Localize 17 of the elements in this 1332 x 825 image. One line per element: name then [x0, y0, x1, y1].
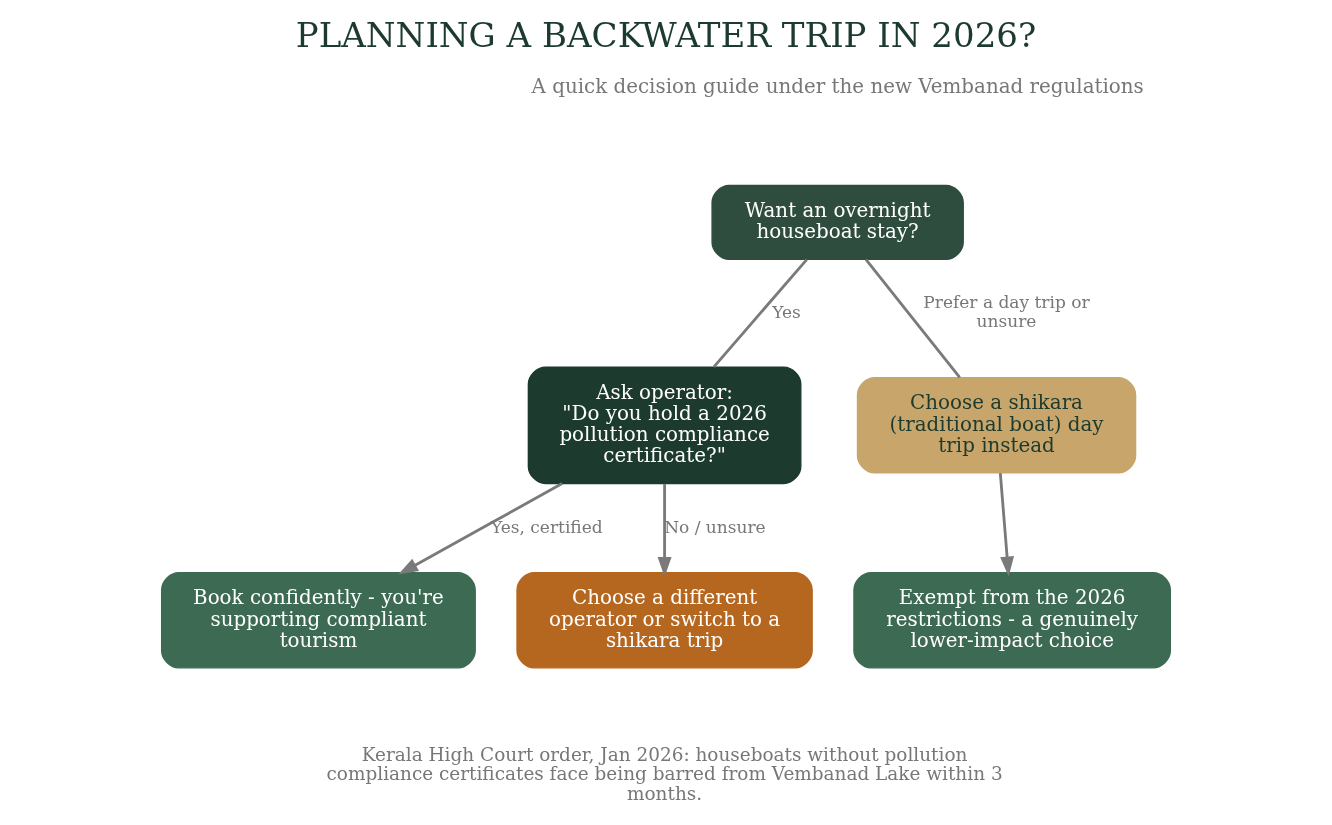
arrow [998, 473, 1015, 577]
edge-label: Yes [772, 301, 801, 322]
arrow [657, 483, 672, 577]
node-box: Choose a shikara (traditional boat) day trip instead [856, 377, 1137, 474]
node-box: Book confidently - you're supporting compliant tourism [160, 572, 476, 669]
node-box: Exempt from the 2026 restrictions - a genuinely lower-impact choice [853, 572, 1172, 669]
node-box: Ask operator: "Do you hold a 2026 pollution compliance certificate?" [527, 366, 802, 485]
diagram-title: PLANNING A BACKWATER TRIP IN 2026? [295, 14, 1037, 55]
edge-label: No / unsure [664, 516, 766, 537]
node-box: Choose a different operator or switch to a shikara trip [516, 572, 813, 669]
node-box: Want an overnight houseboat stay? [711, 184, 964, 260]
arrow [398, 482, 563, 575]
label: A quick decision guide under the new Vembanad regulations [531, 74, 1144, 98]
connector [712, 258, 808, 368]
connector [864, 258, 961, 379]
edge-label: Prefer a day trip or unsure [923, 292, 1090, 331]
caption: Kerala High Court order, Jan 2026: houseboats without pollution compliance certificates face being barred from Vembanad Lake within 3 months. [326, 743, 1003, 805]
